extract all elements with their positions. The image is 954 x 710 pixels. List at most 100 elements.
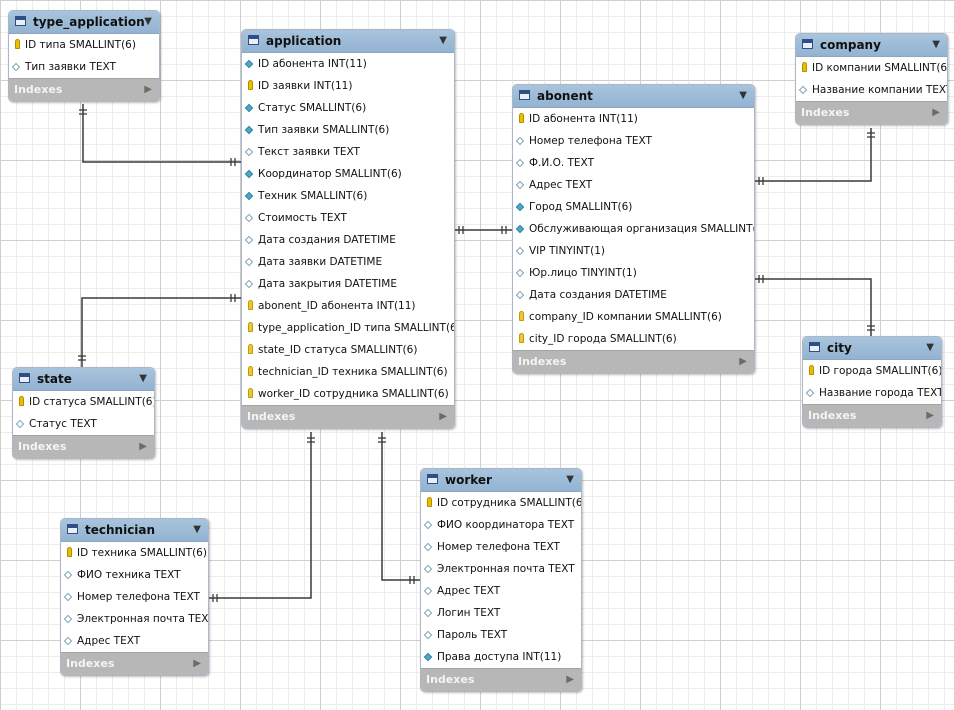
column-row[interactable]: Город SMALLINT(6) (513, 196, 754, 218)
column-row[interactable]: type_application_ID типа SMALLINT(6) (242, 317, 454, 339)
column-row[interactable]: ID статуса SMALLINT(6) (13, 391, 154, 413)
table-company[interactable]: company▼ ID компании SMALLINT(6) Название … (795, 33, 948, 125)
expand-arrow-icon[interactable]: ▶ (566, 674, 574, 685)
table-technician[interactable]: technician▼ID техника SMALLINT(6)ФИО тех… (60, 518, 209, 676)
table-abonent[interactable]: abonent▼ID абонента INT(11)Номер телефон… (512, 84, 755, 374)
column-row[interactable]: ID техника SMALLINT(6) (61, 542, 208, 564)
collapse-arrow-icon[interactable]: ▼ (932, 39, 940, 50)
not-null-column-icon (244, 103, 254, 113)
column-row[interactable]: ID компании SMALLINT(6) (796, 57, 947, 79)
column-row[interactable]: Пароль TEXT (421, 624, 581, 646)
column-row[interactable]: ФИО координатора TEXT (421, 514, 581, 536)
column-row[interactable]: Название компании TEXT (796, 79, 947, 101)
column-row[interactable]: Техник SMALLINT(6) (242, 185, 454, 207)
column-row[interactable]: Адрес TEXT (513, 174, 754, 196)
expand-arrow-icon[interactable]: ▶ (139, 441, 147, 452)
column-row[interactable]: ID города SMALLINT(6) (803, 360, 941, 382)
column-row[interactable]: city_ID города SMALLINT(6) (513, 328, 754, 350)
collapse-arrow-icon[interactable]: ▼ (739, 90, 747, 101)
table-type-application[interactable]: type_application▼ID типа SMALLINT(6) Тип … (8, 10, 160, 102)
column-row[interactable]: worker_ID сотрудника SMALLINT(6) (242, 383, 454, 405)
collapse-arrow-icon[interactable]: ▼ (566, 474, 574, 485)
column-row[interactable]: VIP TINYINT(1) (513, 240, 754, 262)
column-row[interactable]: ФИО техника TEXT (61, 564, 208, 586)
column-row[interactable]: Дата заявки DATETIME (242, 251, 454, 273)
column-row[interactable]: ID абонента INT(11) (242, 53, 454, 75)
column-row[interactable]: Дата создания DATETIME (242, 229, 454, 251)
column-row[interactable]: Текст заявки TEXT (242, 141, 454, 163)
nullable-column-icon (63, 592, 73, 602)
foreign-key-icon (248, 322, 253, 332)
column-label: Тип заявки TEXT (25, 61, 116, 73)
table-header[interactable]: technician▼ (61, 519, 208, 542)
collapse-arrow-icon[interactable]: ▼ (439, 35, 447, 46)
column-row[interactable]: Тип заявки SMALLINT(6) (242, 119, 454, 141)
column-row[interactable]: ID сотрудника SMALLINT(6) (421, 492, 581, 514)
not-null-column-icon (244, 169, 254, 179)
expand-arrow-icon[interactable]: ▶ (193, 658, 201, 669)
column-row[interactable]: Юр.лицо TINYINT(1) (513, 262, 754, 284)
column-row[interactable]: Стоимость TEXT (242, 207, 454, 229)
collapse-arrow-icon[interactable]: ▼ (926, 342, 934, 353)
table-header[interactable]: type_application▼ (9, 11, 159, 34)
table-worker[interactable]: worker▼ID сотрудника SMALLINT(6)ФИО коор… (420, 468, 582, 692)
column-row[interactable]: state_ID статуса SMALLINT(6) (242, 339, 454, 361)
column-label: ID компании SMALLINT(6) (812, 62, 948, 74)
expand-arrow-icon[interactable]: ▶ (926, 410, 934, 421)
table-header[interactable]: application▼ (242, 30, 454, 53)
column-row[interactable]: ID абонента INT(11) (513, 108, 754, 130)
column-row[interactable]: company_ID компании SMALLINT(6) (513, 306, 754, 328)
table-header[interactable]: state▼ (13, 368, 154, 391)
column-label: worker_ID сотрудника SMALLINT(6) (258, 388, 449, 400)
column-row[interactable]: Номер телефона TEXT (61, 586, 208, 608)
column-row[interactable]: Номер телефона TEXT (513, 130, 754, 152)
column-row[interactable]: Название города TEXT (803, 382, 941, 404)
column-label: Координатор SMALLINT(6) (258, 168, 402, 180)
column-row[interactable]: Ф.И.О. TEXT (513, 152, 754, 174)
indexes-section[interactable]: Indexes▶ (803, 404, 941, 427)
indexes-section[interactable]: Indexes▶ (421, 668, 581, 691)
column-row[interactable]: Адрес TEXT (421, 580, 581, 602)
table-header[interactable]: company▼ (796, 34, 947, 57)
column-row[interactable]: Электронная почта TEXT (421, 558, 581, 580)
indexes-section[interactable]: Indexes▶ (513, 350, 754, 373)
column-row[interactable]: Дата создания DATETIME (513, 284, 754, 306)
column-row[interactable]: technician_ID техника SMALLINT(6) (242, 361, 454, 383)
expand-arrow-icon[interactable]: ▶ (739, 356, 747, 367)
expand-arrow-icon[interactable]: ▶ (932, 107, 940, 118)
column-row[interactable]: Логин TEXT (421, 602, 581, 624)
column-row[interactable]: Статус TEXT (13, 413, 154, 435)
column-row[interactable]: Права доступа INT(11) (421, 646, 581, 668)
collapse-arrow-icon[interactable]: ▼ (144, 16, 152, 27)
indexes-section[interactable]: Indexes▶ (13, 435, 154, 458)
collapse-arrow-icon[interactable]: ▼ (139, 373, 147, 384)
column-row[interactable]: ID типа SMALLINT(6) (9, 34, 159, 56)
column-row[interactable]: Тип заявки TEXT (9, 56, 159, 78)
table-header[interactable]: worker▼ (421, 469, 581, 492)
column-row[interactable]: Адрес TEXT (61, 630, 208, 652)
table-header[interactable]: abonent▼ (513, 85, 754, 108)
column-row[interactable]: Электронная почта TEXT (61, 608, 208, 630)
expand-arrow-icon[interactable]: ▶ (144, 84, 152, 95)
column-row[interactable]: Координатор SMALLINT(6) (242, 163, 454, 185)
table-application[interactable]: application▼ID абонента INT(11)ID заявки… (241, 29, 455, 429)
column-row[interactable]: ID заявки INT(11) (242, 75, 454, 97)
column-row[interactable]: Номер телефона TEXT (421, 536, 581, 558)
nullable-column-icon (515, 268, 525, 278)
column-row[interactable]: Дата закрытия DATETIME (242, 273, 454, 295)
indexes-section[interactable]: Indexes▶ (61, 652, 208, 675)
column-row[interactable]: abonent_ID абонента INT(11) (242, 295, 454, 317)
table-header[interactable]: city▼ (803, 337, 941, 360)
indexes-section[interactable]: Indexes▶ (796, 101, 947, 124)
table-city[interactable]: city▼ID города SMALLINT(6)Название город… (802, 336, 942, 428)
column-label: Ф.И.О. TEXT (529, 157, 594, 169)
column-row[interactable]: Статус SMALLINT(6) (242, 97, 454, 119)
indexes-section[interactable]: Indexes▶ (242, 405, 454, 428)
collapse-arrow-icon[interactable]: ▼ (193, 524, 201, 535)
expand-arrow-icon[interactable]: ▶ (439, 411, 447, 422)
indexes-section[interactable]: Indexes▶ (9, 78, 159, 101)
column-label: Обслуживающая организация SMALLINT(6) (529, 223, 755, 235)
primary-key-icon (19, 396, 24, 406)
column-row[interactable]: Обслуживающая организация SMALLINT(6) (513, 218, 754, 240)
